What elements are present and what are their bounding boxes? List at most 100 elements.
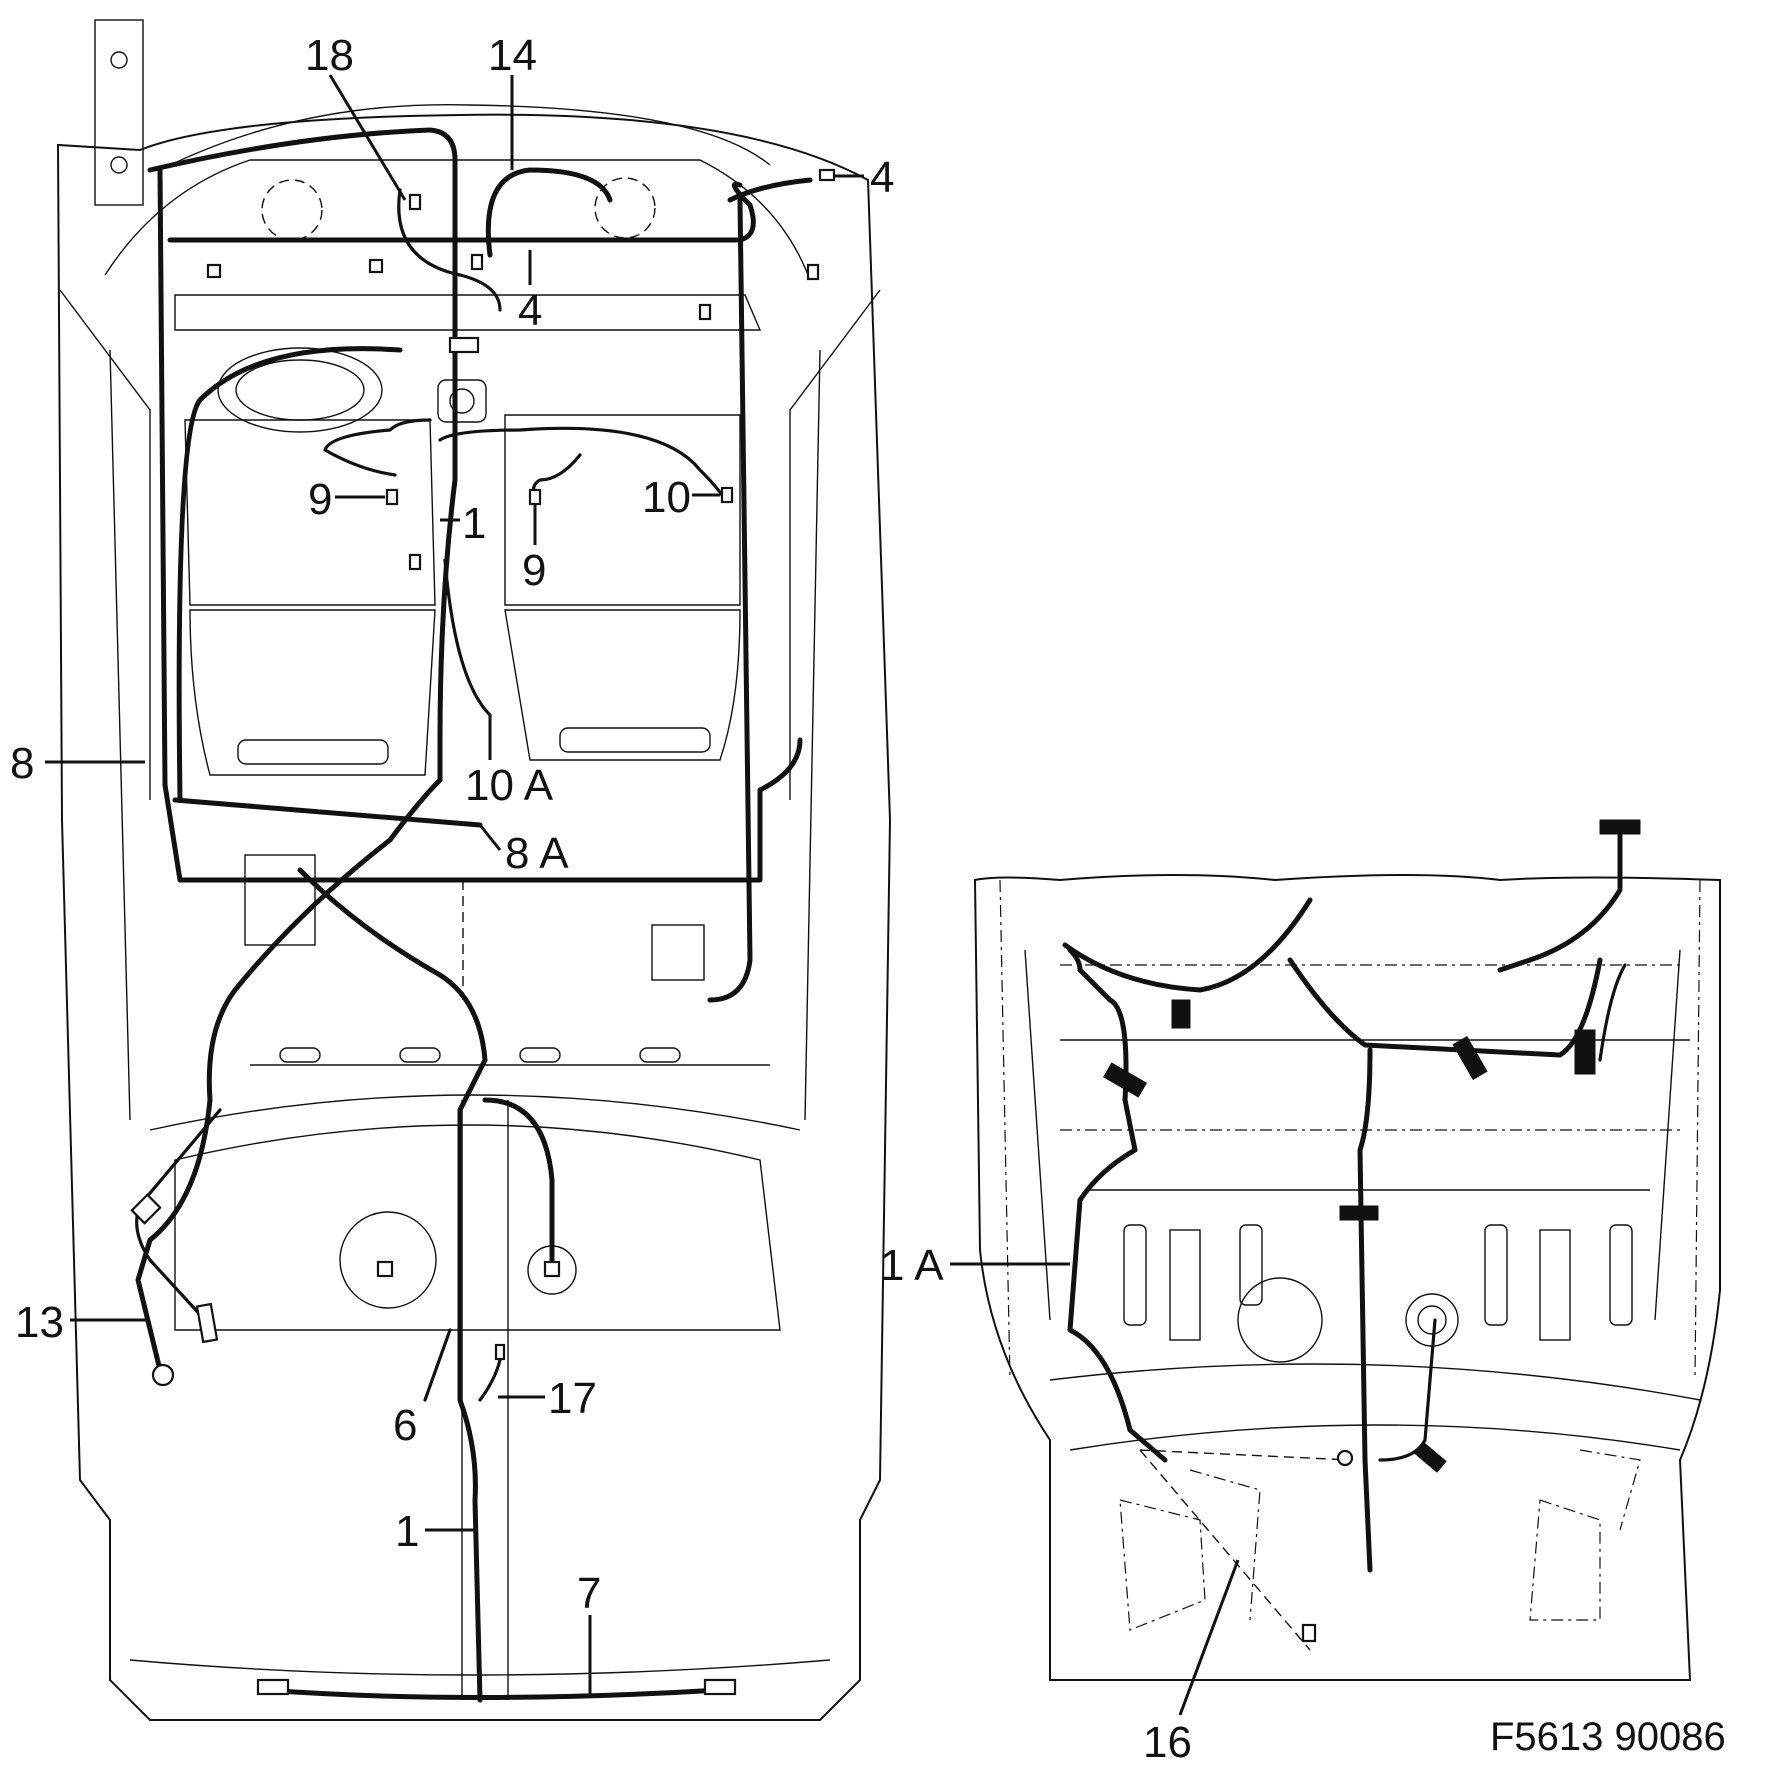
harness-9-left	[323, 418, 432, 477]
callout-6: 6	[393, 1401, 417, 1450]
harness-right-pillar	[727, 177, 813, 203]
windshield-frame	[104, 159, 811, 281]
rear-connector-bottom	[1301, 1623, 1317, 1643]
fuel-connector-right	[543, 1260, 561, 1278]
harness-10A	[443, 558, 492, 717]
roof-arc	[159, 103, 771, 171]
leader-16	[1178, 1559, 1240, 1716]
gear-knob	[449, 388, 475, 414]
dashboard	[174, 294, 762, 331]
speaker-left	[261, 179, 323, 241]
harness-seat-right	[438, 426, 727, 502]
seat-right-back	[504, 414, 741, 606]
callout-1A: 1 A	[880, 1241, 944, 1290]
harness-rear-branch	[482, 1097, 555, 1263]
connector-10	[720, 486, 734, 504]
callout-9-left: 9	[308, 475, 332, 524]
rear-side-right	[1654, 949, 1681, 1321]
callout-17: 17	[548, 1374, 597, 1423]
callout-1-upper: 1	[462, 499, 486, 548]
bottom-panel-left	[1119, 1499, 1206, 1631]
callout-10: 10	[642, 473, 691, 522]
rear-side-left	[1024, 949, 1051, 1321]
harness-dash-main	[135, 127, 458, 1373]
harness-right-sill	[707, 197, 753, 1003]
connector-dash-2	[368, 258, 384, 274]
harness-dash-cross	[167, 181, 756, 243]
fuel-sender-ring	[339, 1211, 437, 1309]
connector-9-left	[385, 488, 399, 506]
callout-13: 13	[15, 1298, 64, 1347]
harness-7	[262, 1687, 723, 1700]
callout-18: 18	[305, 31, 354, 80]
connector-18	[408, 193, 422, 211]
fuel-grommet-inner	[1417, 1305, 1447, 1335]
seat-left-back	[184, 419, 436, 606]
a-pillar-right	[789, 289, 881, 800]
seat-left-cushion	[189, 609, 436, 776]
harness-rear-top-right	[1497, 827, 1623, 973]
harness-rear-1	[297, 867, 488, 1703]
floor-rib-3	[1239, 1224, 1263, 1306]
callout-10A: 10 A	[465, 761, 554, 810]
floor-rib-5	[1539, 1229, 1571, 1341]
steering-wheel	[217, 347, 383, 433]
seat-right-headrest	[559, 727, 711, 753]
callout-14: 14	[488, 31, 537, 80]
harness-rear-fuel	[1378, 1318, 1437, 1462]
trunk-floor	[174, 1124, 781, 1331]
harness-left-console	[176, 346, 403, 803]
harness-6	[423, 1328, 452, 1402]
bottom-panel-right-2	[1579, 1449, 1641, 1531]
connector-7-left	[256, 1678, 290, 1696]
connector-7-right	[703, 1678, 737, 1696]
callout-7: 7	[577, 1569, 601, 1618]
harness-rear-cross	[1287, 957, 1603, 1058]
slot-2	[399, 1047, 441, 1063]
connector-9-right	[528, 488, 542, 506]
floor-rib-4	[1484, 1224, 1508, 1326]
leader-18	[328, 74, 407, 201]
clip-4	[1574, 1029, 1596, 1075]
door-line-right	[804, 349, 821, 1121]
trunk-lip	[149, 1094, 801, 1131]
callout-16: 16	[1143, 1718, 1192, 1767]
harness-17	[478, 1358, 502, 1402]
rear-bumper-curve-2	[1069, 1424, 1681, 1451]
connector-trunk-side	[195, 1302, 219, 1344]
bottom-panel-mid	[1189, 1469, 1261, 1621]
fuel-connector-left	[376, 1260, 394, 1278]
figure-reference: F5613 90086	[1490, 1715, 1726, 1759]
rear-underbody-view	[950, 819, 1721, 1716]
gear-shifter	[437, 379, 487, 423]
car-body-outline	[56, 113, 892, 1721]
connector-4-right	[818, 168, 836, 182]
floor-rib-1	[1123, 1224, 1147, 1326]
clip-top-right	[1599, 819, 1641, 835]
harness-rear-right-pillar	[1598, 963, 1627, 1062]
seat-left-headrest	[237, 739, 389, 765]
connector-dash-4	[698, 303, 712, 321]
control-unit-right	[651, 924, 705, 981]
rear-bumper-line	[129, 1659, 831, 1676]
rear-ground-point	[1336, 1449, 1354, 1467]
steering-wheel-inner	[235, 359, 365, 421]
connector-13	[130, 1193, 162, 1225]
connector-console	[408, 553, 422, 571]
speaker-right	[594, 177, 656, 239]
connector-dash-stub	[448, 336, 480, 354]
connector-13-end	[151, 1363, 175, 1387]
seat-right-cushion	[504, 609, 741, 761]
car-top-view	[45, 19, 892, 1721]
rear-frame-inner	[999, 879, 1701, 1381]
connector-dash-3	[470, 253, 484, 271]
connector-pillar-right	[806, 263, 820, 281]
callout-8: 8	[10, 739, 34, 788]
callout-4-right: 4	[870, 153, 894, 202]
bottom-panel-right	[1529, 1499, 1601, 1621]
harness-1A	[1067, 947, 1168, 1463]
leader-8A	[478, 824, 502, 851]
slot-4	[639, 1047, 681, 1063]
